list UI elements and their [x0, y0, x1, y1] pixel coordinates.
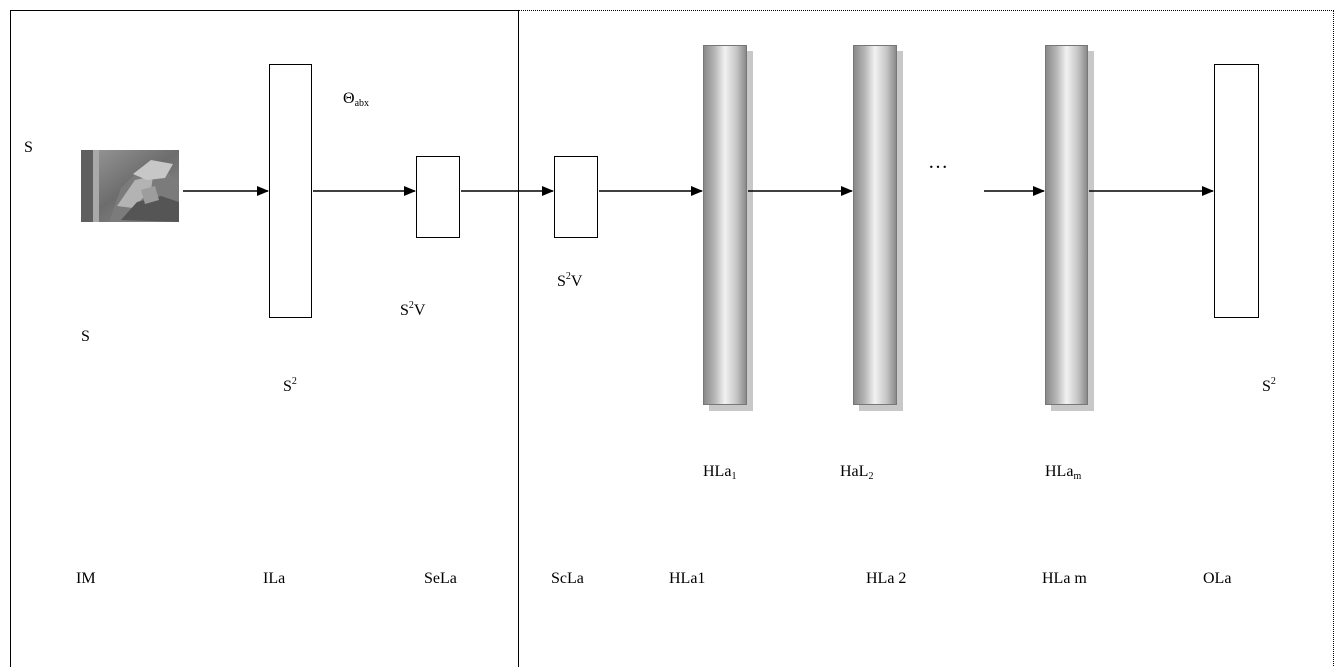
hlam-sub-base: HLa: [1045, 463, 1074, 480]
s2-ola-sup: 2: [1270, 376, 1276, 387]
right-frame-dotted: [519, 10, 1334, 667]
label-s2v-sela: S2V: [400, 297, 425, 320]
hidden-layer-1-bar: [703, 45, 747, 405]
label-hla1-sub: HLa1: [703, 463, 736, 486]
layer-name-hlam: HLa m: [1042, 570, 1087, 587]
hal2-sub-index: 2: [868, 471, 874, 482]
label-hal2-sub: HaL2: [840, 463, 873, 486]
label-s2-ola: S2: [1262, 373, 1276, 396]
ola-layer-box: [1214, 64, 1259, 318]
sela-layer-box: [416, 156, 460, 238]
label-hlam-sub: HLam: [1045, 463, 1081, 486]
layer-name-sela: SeLa: [424, 570, 457, 587]
label-s2v-scla: S2V: [557, 268, 582, 291]
s2v-sela-tail: V: [413, 302, 426, 319]
hidden-layer-m-bar: [1045, 45, 1088, 405]
ila-layer-box: [269, 64, 312, 318]
layer-name-ila: ILa: [263, 570, 286, 587]
input-image-picture: [81, 150, 179, 222]
label-s-top: S: [24, 139, 33, 156]
s2v-scla-sup: 2: [565, 271, 571, 282]
layer-name-hla2: HLa 2: [866, 570, 907, 587]
layer-name-im: IM: [76, 570, 96, 587]
layer-name-scla: ScLa: [551, 570, 584, 587]
hla1-sub-base: HLa: [703, 463, 732, 480]
s2-ila-sup: 2: [291, 376, 297, 387]
hlam-sub-index: m: [1073, 471, 1082, 482]
label-s2-ila: S2: [283, 373, 297, 396]
s2v-scla-base: S: [557, 273, 566, 290]
hla1-sub-index: 1: [731, 471, 737, 482]
s2v-sela-base: S: [400, 302, 409, 319]
label-ellipsis: …: [928, 151, 948, 173]
theta-symbol: Θ: [343, 90, 355, 107]
label-s-bottom: S: [81, 328, 90, 345]
hal2-sub-base: HaL: [840, 463, 869, 480]
s2v-scla-tail: V: [570, 273, 583, 290]
s2-ila-base: S: [283, 378, 292, 395]
hidden-layer-2-bar: [853, 45, 897, 405]
left-frame: [10, 10, 519, 667]
scla-layer-box: [554, 156, 598, 238]
layer-name-ola: OLa: [1203, 570, 1232, 587]
input-image: [81, 150, 179, 222]
s2v-sela-sup: 2: [408, 300, 414, 311]
layer-name-hla1: HLa1: [669, 570, 706, 587]
s2-ola-base: S: [1262, 378, 1271, 395]
label-theta: Θabx: [343, 90, 369, 113]
theta-subscript: abx: [354, 98, 370, 109]
